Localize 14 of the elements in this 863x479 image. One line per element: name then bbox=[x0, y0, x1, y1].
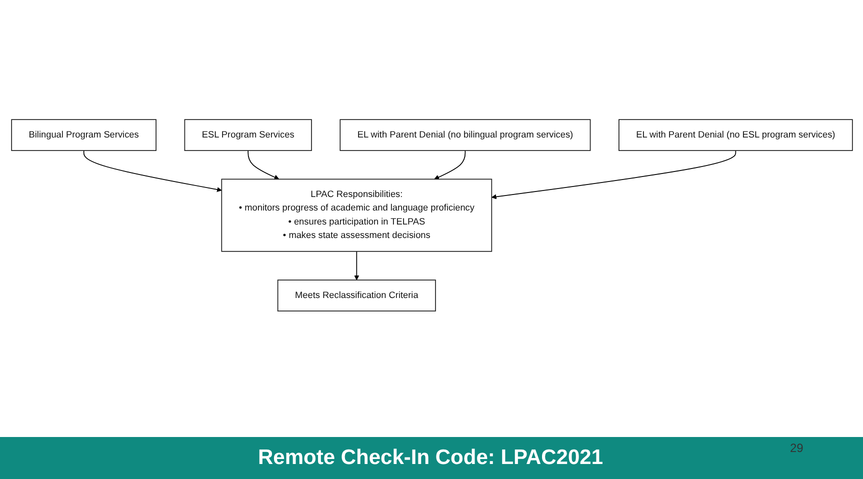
node-box bbox=[220, 178, 492, 252]
page-number: 29 bbox=[790, 441, 804, 455]
arrow bbox=[490, 150, 736, 199]
arrow bbox=[434, 150, 466, 180]
arrow bbox=[247, 150, 279, 180]
node-box bbox=[184, 118, 312, 151]
node-box bbox=[10, 118, 156, 151]
footer-caption: Remote Check-In Code: LPAC2021 bbox=[258, 446, 604, 470]
arrow bbox=[354, 250, 359, 280]
flowchart: Bilingual Program Services ESL Program Services EL with Parent Denial (no bilingual program services) LPAC Responsibilities: • monitors progress of academic and language proficiency • ensures participation in TELPAS • makes state assessment decisions EL with Parent Denial (no ESL program services) Meets Reclassification Criteria bbox=[6, 114, 856, 316]
node-box bbox=[618, 118, 852, 151]
node-box bbox=[339, 118, 590, 151]
arrow bbox=[82, 150, 222, 192]
node-box bbox=[276, 279, 436, 312]
